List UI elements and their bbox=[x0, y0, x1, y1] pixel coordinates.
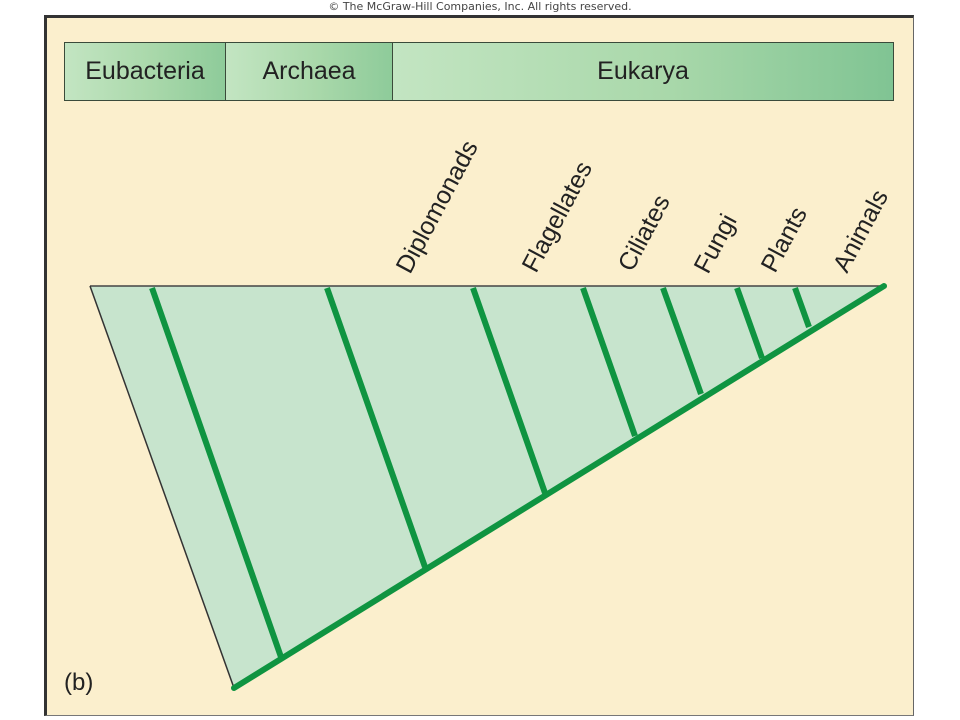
domain-eukarya: Eukarya bbox=[393, 43, 893, 100]
branch-eubacteria bbox=[149, 287, 284, 658]
trunk-branch bbox=[231, 283, 887, 691]
taxon-label-fungi: Fungi bbox=[689, 209, 743, 277]
domain-bar: Eubacteria Archaea Eukarya bbox=[64, 42, 894, 101]
tree-wedge bbox=[90, 286, 884, 688]
branch-archaea bbox=[324, 287, 428, 568]
taxon-label-ciliates: Ciliates bbox=[613, 190, 676, 276]
taxon-label-flagellates: Flagellates bbox=[517, 157, 598, 277]
branch-flagellates bbox=[580, 287, 638, 437]
branch-fungi bbox=[734, 286, 765, 360]
panel-label: (b) bbox=[64, 669, 94, 696]
domain-archaea: Archaea bbox=[226, 43, 393, 100]
taxon-label-plants: Plants bbox=[756, 202, 813, 276]
domain-eubacteria: Eubacteria bbox=[65, 43, 226, 100]
taxon-label-animals: Animals bbox=[828, 185, 894, 277]
branch-plants bbox=[792, 286, 812, 329]
branch-ciliates bbox=[660, 286, 704, 396]
copyright-notice: © The McGraw-Hill Companies, Inc. All ri… bbox=[328, 0, 632, 13]
taxon-label-diplomonads: Diplomonads bbox=[391, 136, 484, 278]
branch-diplomonads bbox=[470, 287, 548, 494]
tree-left-edge bbox=[89, 285, 235, 689]
